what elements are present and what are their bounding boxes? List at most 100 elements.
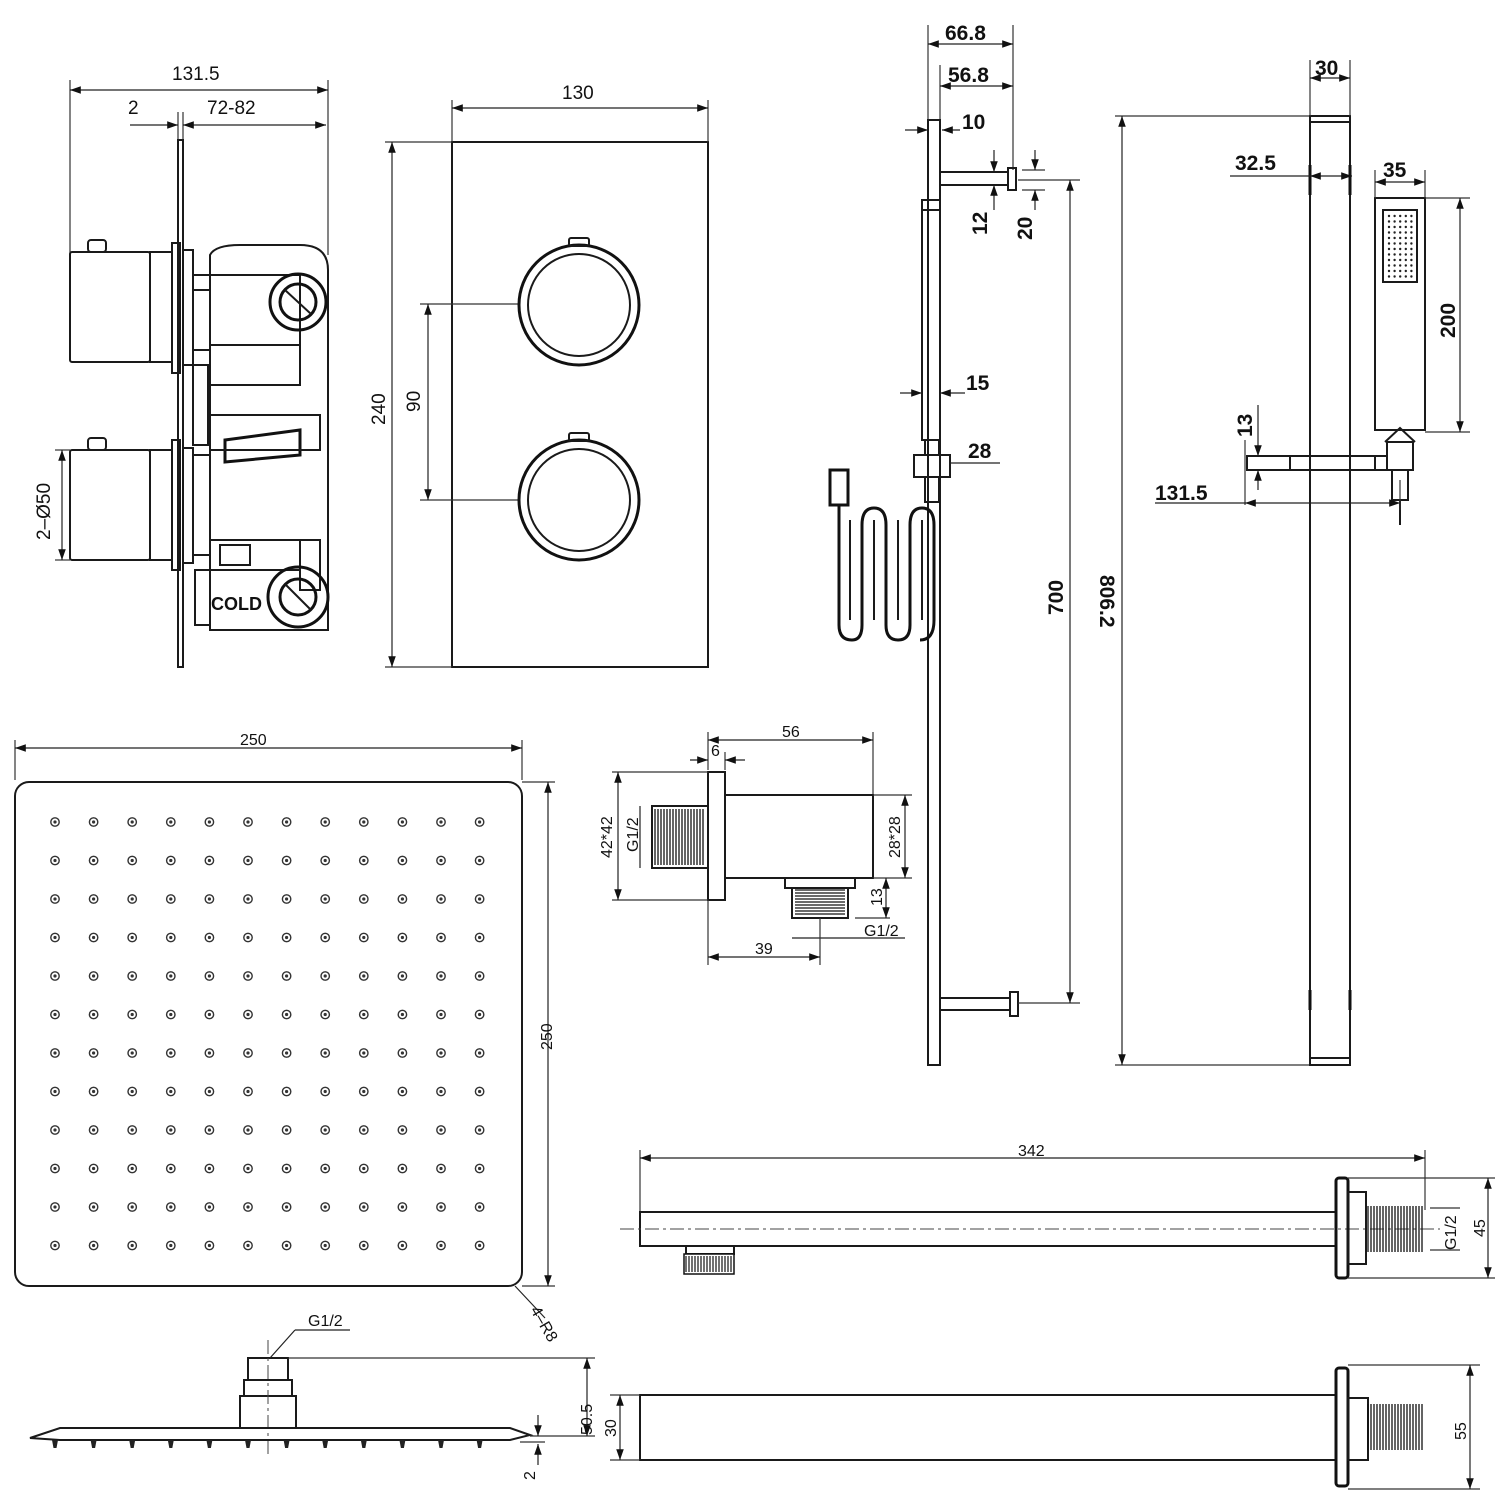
handset-hole <box>1404 214 1408 218</box>
handset-hole <box>1387 220 1391 223</box>
handset-hole <box>1393 247 1396 251</box>
head-side-nozzle <box>167 1440 174 1448</box>
head-nozzle-center <box>285 1128 289 1132</box>
head-nozzle-center <box>285 1051 289 1055</box>
head-thread-dim: G1/2 <box>308 1313 343 1330</box>
head-nozzle-center <box>400 1166 404 1171</box>
handset-hole <box>1387 225 1391 229</box>
head-nozzle-center <box>92 1012 96 1017</box>
head-nozzle-center <box>285 1012 289 1017</box>
head-nozzle-center <box>92 858 96 863</box>
valve-front-view: 130 240 90 <box>369 83 709 668</box>
head-nozzle-center <box>323 1243 327 1248</box>
head-width-dim: 250 <box>240 732 267 749</box>
head-total-height-dim: 50.5 <box>579 1404 596 1435</box>
head-nozzle-center <box>400 1012 404 1017</box>
head-nozzle-center <box>207 935 211 940</box>
head-nozzle-center <box>246 1243 250 1248</box>
head-nozzle-center <box>92 1128 96 1132</box>
handset-hole <box>1410 220 1413 223</box>
head-nozzle-center <box>323 1166 327 1171</box>
head-nozzle-center <box>53 897 57 901</box>
head-nozzle-center <box>246 1166 250 1171</box>
rail-dim-10: 10 <box>962 111 985 134</box>
head-nozzle-center <box>207 1051 211 1055</box>
valve-front-plate <box>451 141 709 668</box>
handset-hole <box>1399 231 1402 234</box>
handset-hole <box>1404 236 1408 240</box>
head-nozzle-center <box>246 1205 250 1209</box>
head-nozzle-center <box>207 1089 211 1094</box>
head-nozzle-center <box>362 1128 366 1132</box>
head-nozzle-center <box>130 820 134 824</box>
rail-dim-32-5: 32.5 <box>1235 152 1276 175</box>
head-nozzle-center <box>169 1205 173 1209</box>
handset-hole <box>1387 242 1391 245</box>
head-nozzle-center <box>53 858 57 863</box>
head-nozzle-center <box>207 1205 211 1209</box>
head-nozzle-center <box>207 897 211 901</box>
head-nozzle-center <box>285 1166 289 1171</box>
head-nozzle-center <box>439 1243 443 1248</box>
head-nozzle-center <box>130 1166 134 1171</box>
head-nozzle-center <box>439 1012 443 1017</box>
head-side-nozzle <box>206 1440 213 1448</box>
head-nozzle-center <box>323 858 327 863</box>
handset-hole <box>1393 253 1396 256</box>
handset-hole <box>1399 275 1402 278</box>
head-nozzle-center <box>169 1166 173 1171</box>
head-nozzle-center <box>323 1051 327 1055</box>
outlet-dim-39: 39 <box>755 941 773 958</box>
head-nozzle-center <box>92 935 96 940</box>
head-nozzle-center <box>323 974 327 978</box>
head-nozzle-center <box>207 858 211 863</box>
handset-hole <box>1404 247 1408 251</box>
head-side-nozzle <box>322 1440 329 1448</box>
handset-hole <box>1393 269 1396 273</box>
head-nozzle-center <box>478 858 482 863</box>
head-nozzle-center <box>169 897 173 901</box>
rail-dim-13: 13 <box>1234 414 1257 437</box>
rail-dim-200: 200 <box>1437 303 1460 338</box>
rain-head-plan: 250 250 4–R8 <box>14 732 560 1345</box>
head-nozzle-center <box>400 1089 404 1094</box>
head-nozzle-center <box>53 1243 57 1248</box>
slide-rail-front-view: 806.2 30 32.5 35 200 <box>1095 57 1470 1066</box>
head-nozzle-center <box>169 935 173 940</box>
rail-dim-30: 30 <box>1315 57 1338 80</box>
head-nozzle-center <box>207 820 211 824</box>
head-profile <box>29 1427 534 1441</box>
handset-hole <box>1387 231 1391 234</box>
head-nozzle-center <box>478 1089 482 1094</box>
rail-dim-20: 20 <box>1014 217 1037 240</box>
head-side-nozzle <box>129 1440 136 1448</box>
head-nozzle-center <box>439 897 443 901</box>
handset-hole <box>1410 236 1413 240</box>
head-nozzle-center <box>362 820 366 824</box>
wall-outlet-view: 56 6 42*42 G1/2 28*28 13 G1/2 39 <box>599 724 912 965</box>
head-nozzle-center <box>53 820 57 824</box>
head-nozzle-center <box>92 1243 96 1248</box>
handset-hole <box>1410 275 1413 278</box>
head-nozzle-center <box>169 820 173 824</box>
head-nozzle-center <box>362 1051 366 1055</box>
head-nozzle-center <box>400 1051 404 1055</box>
rail-bar <box>927 119 941 1066</box>
head-height-dim: 250 <box>539 1023 556 1050</box>
head-nozzle-center <box>207 1012 211 1017</box>
handset-hole <box>1410 247 1413 251</box>
head-nozzle-center <box>53 1128 57 1132</box>
handset-hole <box>1387 214 1391 218</box>
handset-hole <box>1410 242 1413 245</box>
handset-hole <box>1404 264 1408 267</box>
head-nozzle-center <box>323 935 327 940</box>
head-side-nozzle <box>476 1440 483 1448</box>
handset-hole <box>1404 275 1408 278</box>
outlet-thread-bottom-dim: G1/2 <box>864 923 899 940</box>
face-plate-edge <box>177 139 184 668</box>
handset-hole <box>1387 269 1391 273</box>
head-nozzle-center <box>169 858 173 863</box>
handset-hole <box>1393 214 1396 218</box>
handset-hole <box>1387 247 1391 251</box>
rail-front-bar <box>1309 115 1351 1066</box>
